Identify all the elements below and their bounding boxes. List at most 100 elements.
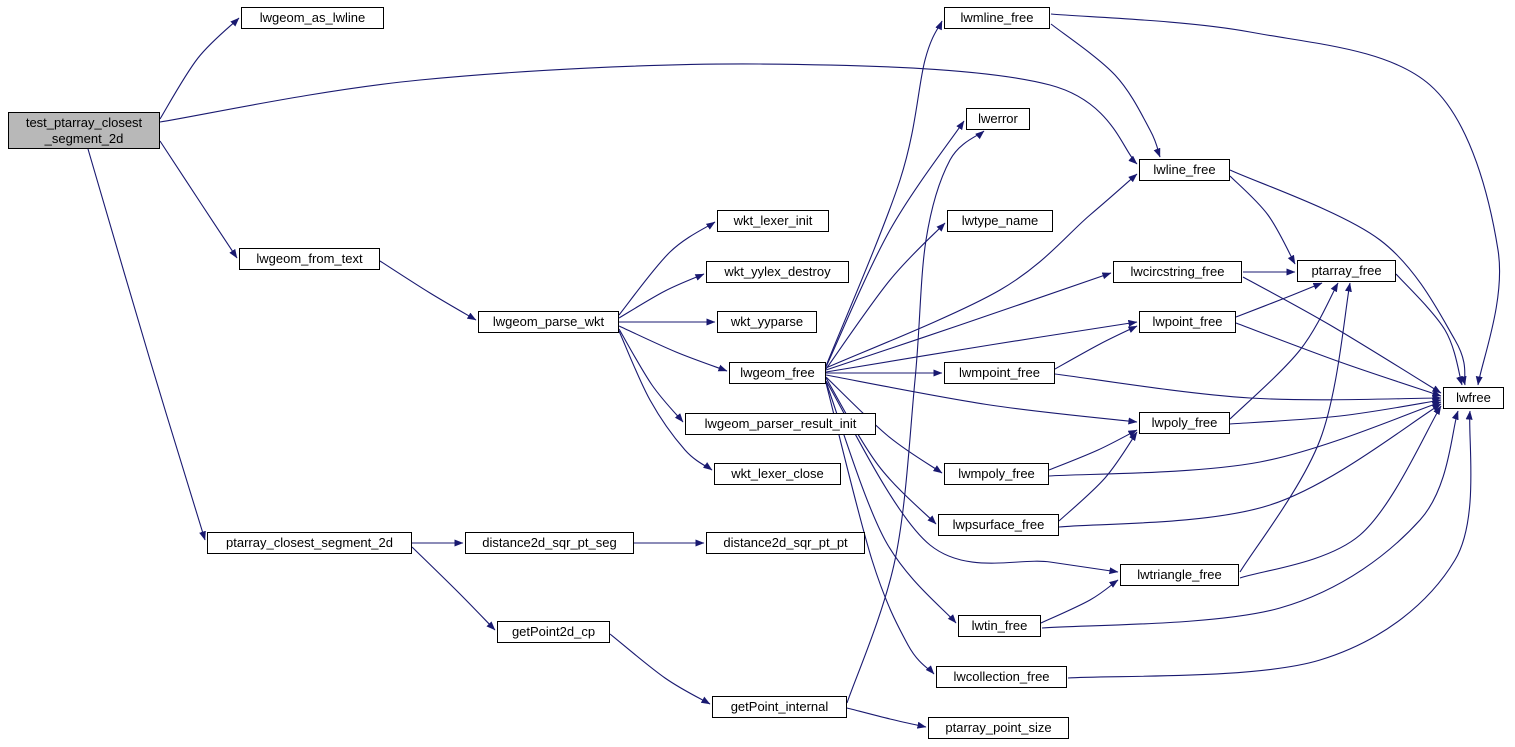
node-label: ptarray_free: [1311, 263, 1382, 279]
node-label: distance2d_sqr_pt_pt: [723, 535, 848, 551]
edge-lwtin_free--lwtriangle_free: [1040, 579, 1119, 624]
edge-lwgeom_free--lwpoly_free: [825, 374, 1138, 425]
node-label: lwgeom_free: [740, 365, 815, 381]
node-label: lwtriangle_free: [1137, 567, 1222, 583]
node-lwfree[interactable]: lwfree: [1443, 387, 1504, 409]
edge-lwmpoint_free--lwfree: [1054, 373, 1442, 402]
node-lwtype_name[interactable]: lwtype_name: [947, 210, 1053, 232]
node-distance2d_sqr_pt_seg[interactable]: distance2d_sqr_pt_seg: [465, 532, 634, 554]
edge-lwgeom_from_text--lwgeom_parse_wkt: [379, 260, 477, 321]
node-ptarray_closest_segment_2d[interactable]: ptarray_closest_segment_2d: [207, 532, 412, 554]
node-lwgeom_from_text[interactable]: lwgeom_from_text: [239, 248, 380, 270]
edge-lwgeom_free--lwcollection_free: [825, 382, 935, 675]
edge-lwpoly_free--ptarray_free: [1229, 282, 1339, 420]
edge-lwgeom_free--lwtriangle_free: [825, 380, 1119, 575]
edge-getPoint2d_cp--getPoint_internal: [609, 633, 711, 705]
edge-lwgeom_parse_wkt--lwgeom_parser_result_init: [618, 328, 684, 423]
node-wkt_lexer_close[interactable]: wkt_lexer_close: [714, 463, 841, 485]
node-label: lwmpoly_free: [958, 466, 1035, 482]
edge-lwgeom_free--lwtype_name: [825, 222, 946, 370]
node-wkt_yylex_destroy[interactable]: wkt_yylex_destroy: [706, 261, 849, 283]
node-getPoint_internal[interactable]: getPoint_internal: [712, 696, 847, 718]
edge-lwpsurface_free--lwpoly_free: [1058, 431, 1138, 522]
node-label: lwcollection_free: [953, 669, 1050, 685]
node-lwpoint_free[interactable]: lwpoint_free: [1139, 311, 1236, 333]
node-lwgeom_parse_wkt[interactable]: lwgeom_parse_wkt: [478, 311, 619, 333]
edge-lwtriangle_free--lwfree: [1239, 405, 1442, 579]
edge-lwgeom_free--lwcircstring_free: [825, 272, 1112, 371]
node-lwpsurface_free[interactable]: lwpsurface_free: [938, 514, 1059, 536]
node-lwcircstring_free[interactable]: lwcircstring_free: [1113, 261, 1242, 283]
edge-lwline_free--ptarray_free: [1229, 175, 1296, 265]
edge-lwgeom_parse_wkt--wkt_lexer_close: [618, 330, 713, 471]
node-label: lwtype_name: [961, 213, 1039, 229]
node-label: test_ptarray_closest: [25, 114, 143, 130]
node-label: distance2d_sqr_pt_seg: [482, 535, 617, 551]
edge-lwtriangle_free--ptarray_free: [1239, 282, 1352, 573]
edge-getPoint_internal--ptarray_point_size: [846, 707, 927, 729]
node-lwtriangle_free[interactable]: lwtriangle_free: [1120, 564, 1239, 586]
node-label: lwpsurface_free: [952, 517, 1045, 533]
edge-lwtin_free--lwfree: [1041, 410, 1459, 629]
node-lwtin_free[interactable]: lwtin_free: [958, 615, 1041, 637]
edge-lwmpoly_free--lwpoly_free: [1048, 429, 1138, 471]
edge-test_ptarray_closest_segment_2d--lwgeom_as_lwline: [159, 17, 240, 120]
edge-lwpsurface_free--lwfree: [1058, 403, 1442, 528]
edge-lwmline_free--lwfree: [1050, 13, 1501, 386]
node-label: getPoint2d_cp: [511, 624, 596, 640]
edge-getPoint_internal--lwerror: [846, 130, 985, 704]
node-lwmpoint_free[interactable]: lwmpoint_free: [944, 362, 1055, 384]
edge-lwgeom_parse_wkt--wkt_lexer_init: [618, 221, 716, 316]
edge-lwgeom_free--lwpoint_free: [825, 319, 1138, 373]
node-lwgeom_parser_result_init[interactable]: lwgeom_parser_result_init: [685, 413, 876, 435]
node-label: lwgeom_parse_wkt: [492, 314, 605, 330]
node-lwgeom_free[interactable]: lwgeom_free: [729, 362, 826, 384]
node-ptarray_free[interactable]: ptarray_free: [1297, 260, 1396, 282]
node-wkt_lexer_init[interactable]: wkt_lexer_init: [717, 210, 829, 232]
node-label: ptarray_point_size: [945, 720, 1052, 736]
node-label: lwcircstring_free: [1130, 264, 1225, 280]
node-label: lwerror: [978, 111, 1018, 127]
node-lwmline_free[interactable]: lwmline_free: [944, 7, 1050, 29]
node-label: getPoint_internal: [730, 699, 829, 715]
edge-ptarray_free--lwfree: [1395, 273, 1463, 386]
edge-lwmpoint_free--lwpoint_free: [1054, 325, 1138, 370]
edge-lwgeom_parse_wkt--lwgeom_free: [618, 325, 728, 372]
edge-lwmline_free--lwline_free: [1050, 23, 1161, 158]
node-label: wkt_yylex_destroy: [724, 264, 831, 280]
node-wkt_yyparse[interactable]: wkt_yyparse: [717, 311, 817, 333]
node-lwline_free[interactable]: lwline_free: [1139, 159, 1230, 181]
node-label: lwline_free: [1153, 162, 1216, 178]
node-test_ptarray_closest_segment_2d: test_ptarray_closest_segment_2d: [8, 112, 160, 149]
edge-ptarray_closest_segment_2d--getPoint2d_cp: [411, 546, 496, 631]
edge-lwgeom_free--lwline_free: [825, 173, 1138, 369]
node-lwmpoly_free[interactable]: lwmpoly_free: [944, 463, 1049, 485]
node-label: lwtin_free: [971, 618, 1028, 634]
edge-lwgeom_free--lwmpoly_free: [825, 376, 943, 474]
edge-lwgeom_free--lwmline_free: [825, 20, 943, 367]
node-label: ptarray_closest_segment_2d: [226, 535, 393, 551]
node-distance2d_sqr_pt_pt[interactable]: distance2d_sqr_pt_pt: [706, 532, 865, 554]
node-label: _segment_2d: [44, 130, 124, 146]
node-lwpoly_free[interactable]: lwpoly_free: [1139, 412, 1230, 434]
edge-test_ptarray_closest_segment_2d--ptarray_closest_segment_2d: [87, 148, 206, 541]
node-getPoint2d_cp[interactable]: getPoint2d_cp: [497, 621, 610, 643]
edge-lwline_free--lwfree: [1229, 169, 1467, 386]
node-label: wkt_lexer_init: [733, 213, 813, 229]
node-ptarray_point_size[interactable]: ptarray_point_size: [928, 717, 1069, 739]
node-label: wkt_lexer_close: [731, 466, 824, 482]
node-lwerror[interactable]: lwerror: [966, 108, 1030, 130]
node-label: lwpoly_free: [1151, 415, 1218, 431]
edge-lwmpoly_free--lwfree: [1048, 401, 1442, 477]
node-label: lwgeom_parser_result_init: [704, 416, 857, 432]
edge-lwcollection_free--lwfree: [1067, 410, 1473, 679]
node-lwcollection_free[interactable]: lwcollection_free: [936, 666, 1067, 688]
node-label: lwmline_free: [960, 10, 1034, 26]
edge-lwgeom_free--lwerror: [825, 120, 965, 368]
node-label: lwgeom_from_text: [256, 251, 363, 267]
node-lwgeom_as_lwline[interactable]: lwgeom_as_lwline: [241, 7, 384, 29]
node-label: wkt_yyparse: [730, 314, 804, 330]
edge-test_ptarray_closest_segment_2d--lwline_free: [159, 63, 1138, 165]
edge-lwgeom_free--lwpsurface_free: [825, 377, 937, 525]
